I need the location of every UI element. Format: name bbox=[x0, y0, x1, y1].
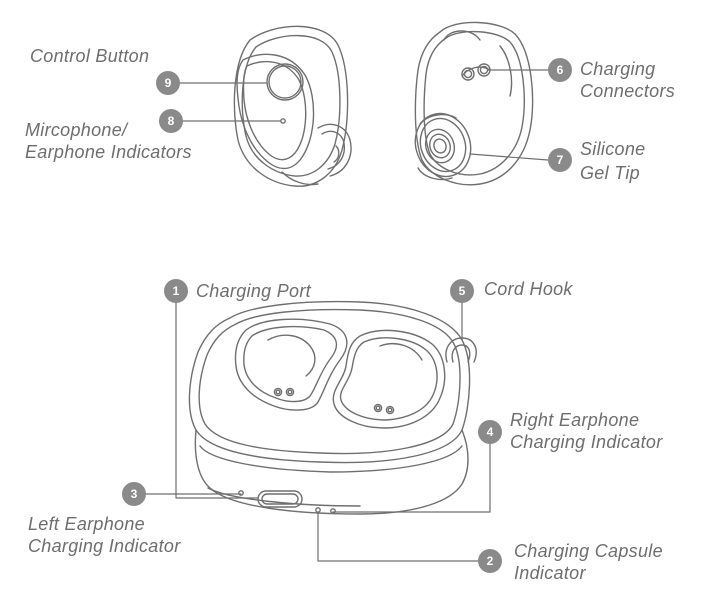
label-silicone-gel-tip-line1: Silicone bbox=[580, 139, 646, 159]
right-earbud-drawing bbox=[414, 21, 534, 186]
label-right-earphone-indicator-line2: Charging Indicator bbox=[510, 432, 663, 452]
label-control-button: Control Button bbox=[30, 46, 150, 66]
callout-number-6: 6 bbox=[548, 58, 572, 82]
label-microphone-indicators-line2: Earphone Indicators bbox=[25, 142, 192, 162]
leader-lines bbox=[144, 69, 549, 562]
callout-number-2: 2 bbox=[478, 549, 502, 573]
charging-case-drawing bbox=[188, 300, 477, 515]
label-charging-capsule-indicator-line1: Charging Capsule bbox=[514, 541, 663, 561]
label-cord-hook: Cord Hook bbox=[484, 279, 573, 299]
label-microphone-indicators-line1: Mircophone/ bbox=[25, 120, 128, 140]
label-charging-connectors-line1: Charging bbox=[580, 59, 656, 79]
label-charging-port: Charging Port bbox=[196, 281, 311, 301]
label-left-earphone-indicator-line2: Charging Indicator bbox=[28, 536, 181, 556]
callout-number-4: 4 bbox=[478, 420, 502, 444]
callout-number-3: 3 bbox=[122, 482, 146, 506]
callout-number-9: 9 bbox=[156, 71, 180, 95]
left-earbud-drawing bbox=[233, 25, 352, 187]
label-left-earphone-indicator-line1: Left Earphone bbox=[28, 514, 145, 534]
label-charging-capsule-indicator-line2: Indicator bbox=[514, 563, 586, 583]
callout-number-5: 5 bbox=[450, 279, 474, 303]
label-right-earphone-indicator-line1: Right Earphone bbox=[510, 410, 640, 430]
callout-number-7: 7 bbox=[548, 148, 572, 172]
callout-number-8: 8 bbox=[159, 109, 183, 133]
label-silicone-gel-tip-line2: Gel Tip bbox=[580, 163, 640, 183]
label-charging-connectors-line2: Connectors bbox=[580, 81, 676, 101]
callout-number-1: 1 bbox=[164, 279, 188, 303]
